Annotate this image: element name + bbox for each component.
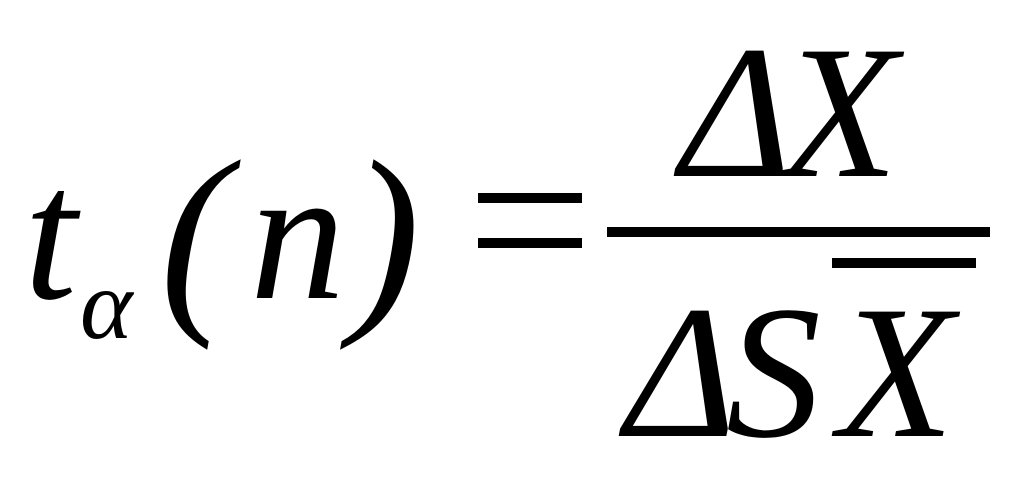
denominator-x-bar: X <box>838 268 955 478</box>
numerator-delta: Δ <box>680 8 792 218</box>
symbol-t: t <box>24 130 77 340</box>
denominator-delta: Δ <box>625 268 737 478</box>
subscript-alpha: α <box>80 249 133 360</box>
fraction-bar <box>607 227 990 237</box>
formula: t α ( n ) Δ X Δ S X <box>24 8 990 468</box>
close-parenthesis: ) <box>350 119 420 351</box>
argument-n: n <box>250 130 345 340</box>
denominator-s: S <box>726 268 821 478</box>
x-overline <box>832 258 976 268</box>
open-parenthesis: ( <box>160 119 230 351</box>
equals-sign-bottom-bar <box>478 238 582 248</box>
equals-sign-top-bar <box>478 193 582 203</box>
numerator-x: X <box>782 8 899 218</box>
